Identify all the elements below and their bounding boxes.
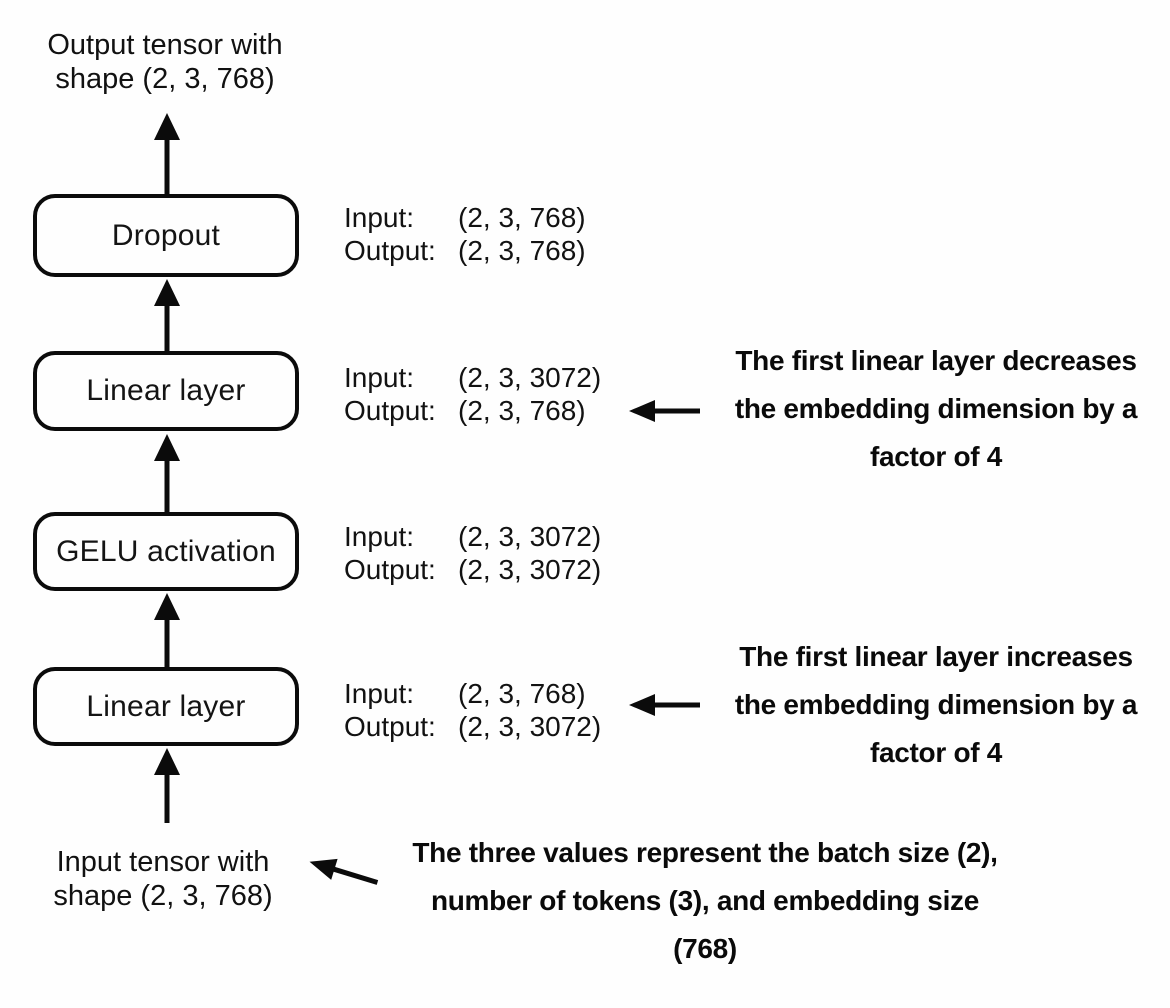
annotation-increase: The first linear layer increases the emb… (734, 641, 1138, 768)
layer-box-label: Linear layer (86, 374, 246, 407)
arrow-up-icon (154, 593, 180, 670)
arrow-left-down-icon (309, 858, 379, 885)
layer-box-linear-lower: Linear layer (33, 667, 299, 746)
annotation-tensor-meaning: The three values represent the batch siz… (412, 837, 998, 964)
io-shapes-linear-lower: Input: (2, 3, 768) Output: (2, 3, 3072) (344, 677, 601, 743)
io-output-label: Output: (344, 554, 436, 585)
io-input-value: (2, 3, 768) (458, 678, 586, 709)
io-output-label: Output: (344, 711, 436, 742)
layer-box-gelu: GELU activation (33, 512, 299, 591)
io-output-value: (2, 3, 768) (458, 395, 586, 426)
layer-box-label: Linear layer (86, 689, 246, 723)
io-output-label: Output: (344, 235, 436, 266)
arrow-left-icon (629, 400, 700, 422)
arrow-up-icon (154, 279, 180, 354)
arrow-up-icon (154, 748, 180, 823)
layer-box-linear-upper: Linear layer (33, 351, 299, 431)
arrow-left-icon (629, 694, 700, 716)
io-shapes-dropout: Input: (2, 3, 768) Output: (2, 3, 768) (344, 201, 586, 267)
io-input-value: (2, 3, 3072) (458, 362, 602, 393)
layer-box-label: GELU activation (56, 534, 276, 568)
io-input-label: Input: (344, 521, 415, 552)
io-input-label: Input: (344, 362, 415, 393)
output-tensor-label: Output tensor with shape (2, 3, 768) (47, 29, 283, 95)
io-output-value: (2, 3, 3072) (458, 711, 602, 742)
annotation-decrease: The first linear layer decreases the emb… (734, 345, 1138, 472)
input-tensor-label: Input tensor with shape (2, 3, 768) (53, 846, 273, 912)
io-input-label: Input: (344, 678, 415, 709)
io-output-value: (2, 3, 3072) (458, 554, 602, 585)
io-shapes-linear-upper: Input: (2, 3, 3072) Output: (2, 3, 768) (344, 361, 601, 427)
layer-box-label: Dropout (111, 218, 221, 252)
io-output-value: (2, 3, 768) (458, 235, 586, 266)
io-shapes-gelu: Input: (2, 3, 3072) Output: (2, 3, 3072) (344, 520, 601, 586)
layer-box-dropout: Dropout (33, 194, 299, 277)
arrow-up-icon (154, 113, 180, 197)
io-output-label: Output: (344, 395, 436, 426)
arrow-up-icon (154, 434, 180, 515)
io-input-label: Input: (344, 202, 415, 233)
io-input-value: (2, 3, 768) (458, 202, 586, 233)
io-input-value: (2, 3, 3072) (458, 521, 602, 552)
